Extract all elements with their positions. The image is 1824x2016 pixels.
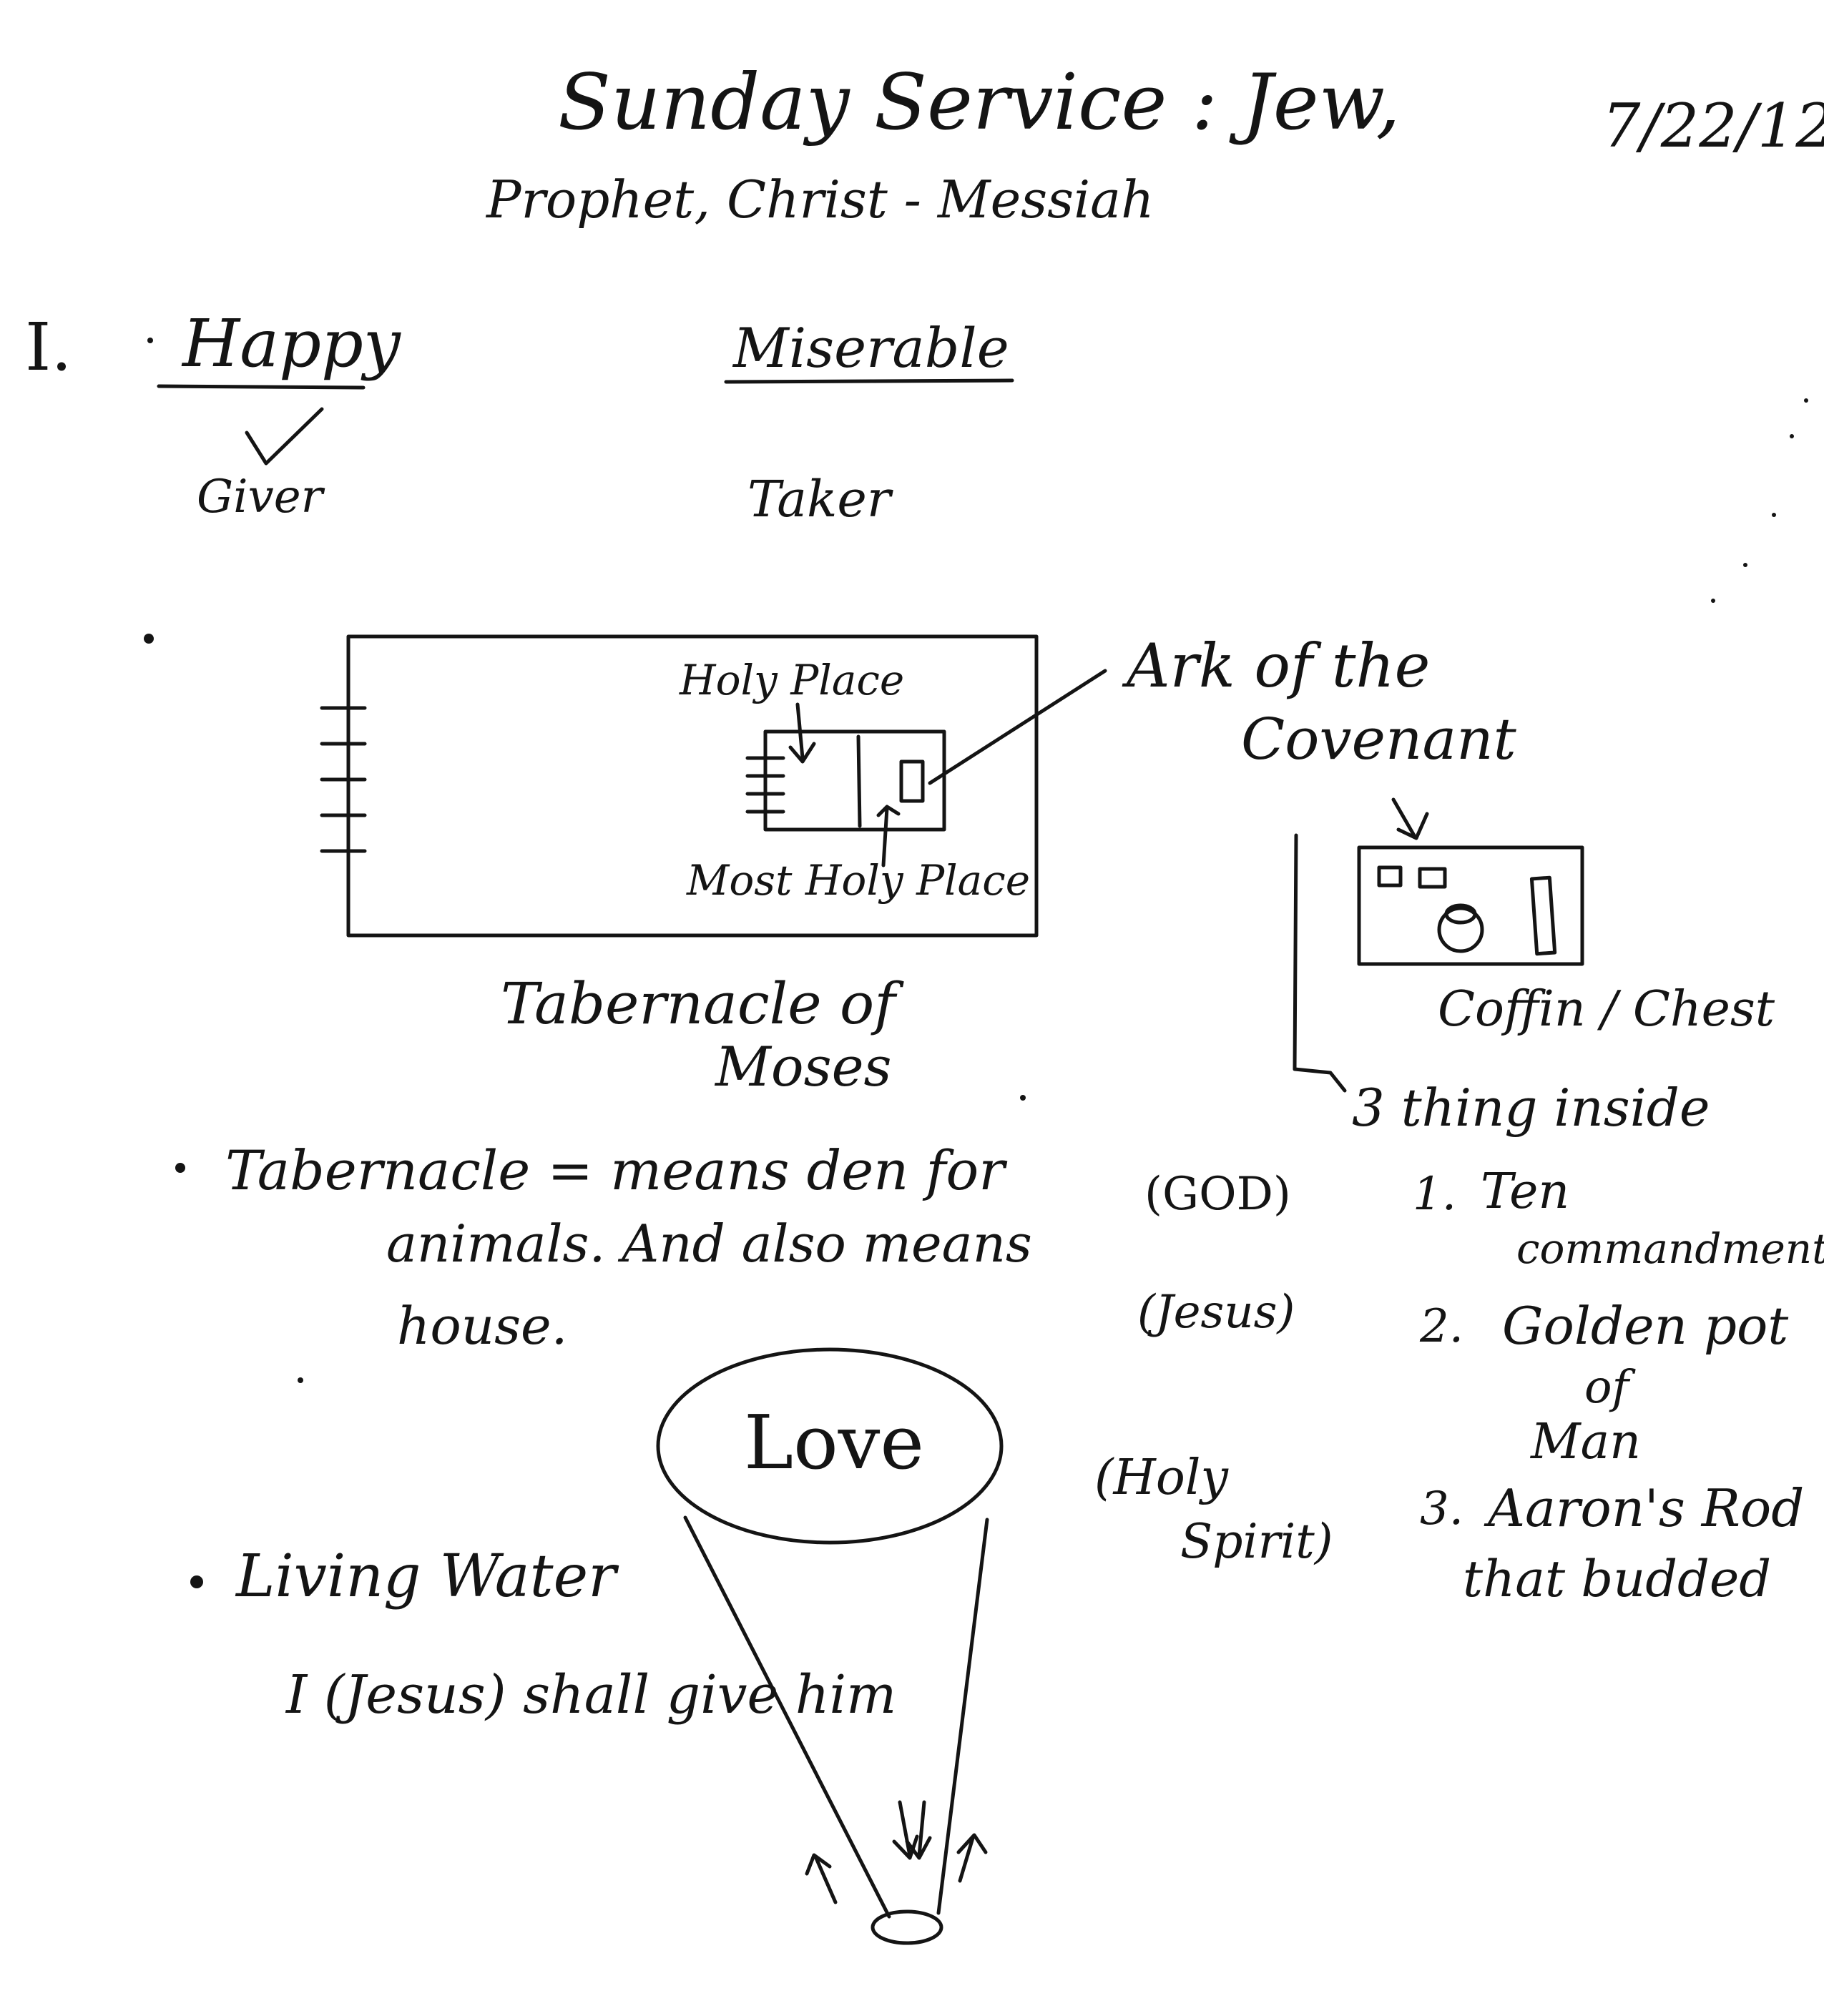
- miserable-underline: [724, 378, 1014, 384]
- item-3-number: 3.: [1420, 1483, 1464, 1535]
- item-1-text-line2: commandment: [1516, 1224, 1824, 1273]
- item-3-text-line1: Aaron's Rod: [1488, 1478, 1805, 1538]
- ark-pointer-line: [928, 669, 1107, 785]
- tabernacle-note-line2: animals. And also means: [386, 1214, 1032, 1274]
- cone-left-edge: [683, 1515, 891, 1919]
- trinity-holy-spirit-line1: (Holy: [1094, 1450, 1228, 1506]
- things-inside-label: 3 thing inside: [1352, 1078, 1710, 1138]
- tabernacle-outline: [346, 634, 1039, 938]
- ark-label-line1: Ark of the: [1127, 631, 1431, 701]
- happy-heading: Happy: [182, 305, 401, 382]
- date-label: 7/22/12: [1602, 91, 1824, 161]
- item-3-text-line2: that budded: [1463, 1550, 1772, 1608]
- tabernacle-note-line1: Tabernacle = means den for: [225, 1139, 1005, 1202]
- cone-right-edge: [936, 1518, 989, 1915]
- item-1-number: 1.: [1413, 1168, 1457, 1221]
- page-title: Sunday Service : Jew,: [558, 58, 1401, 147]
- giver-label: Giver: [197, 471, 323, 523]
- jesus-give-note: I (Jesus) shall give him: [286, 1664, 897, 1726]
- ark-small-box: [899, 759, 925, 803]
- item-2-text-line2: of: [1584, 1361, 1629, 1414]
- item-2-text-line3: Man: [1531, 1414, 1641, 1470]
- veil-divider: [856, 734, 862, 828]
- ark-label-line2: Covenant: [1241, 706, 1516, 772]
- trinity-jesus: (Jesus): [1137, 1286, 1295, 1339]
- item-1-text-line1: Ten: [1481, 1164, 1570, 1220]
- holy-place-label: Holy Place: [680, 656, 905, 704]
- trinity-god: (GOD): [1144, 1168, 1291, 1221]
- item-2-number: 2.: [1420, 1300, 1464, 1353]
- taker-label: Taker: [747, 470, 891, 528]
- chest-label: Coffin / Chest: [1438, 981, 1775, 1038]
- tabernacle-note-line3: house.: [397, 1296, 568, 1356]
- love-circle: [656, 1347, 1004, 1545]
- tabernacle-caption-line1: Tabernacle of: [501, 970, 896, 1037]
- most-holy-place-label: Most Holy Place: [687, 856, 1031, 905]
- love-label: Love: [744, 1399, 924, 1486]
- check-mark-icon: [245, 407, 324, 466]
- section-numeral: I.: [25, 309, 72, 385]
- page-subtitle: Prophet, Christ - Messiah: [486, 169, 1154, 230]
- living-water-note: Living Water: [236, 1543, 617, 1611]
- trinity-holy-spirit-line2: Spirit): [1180, 1514, 1333, 1569]
- ark-chest-outline: [1357, 845, 1584, 966]
- holy-place-box: [763, 729, 946, 832]
- bracket-line: [1293, 833, 1347, 1093]
- happy-underline: [157, 384, 366, 390]
- tabernacle-caption-line2: Moses: [715, 1035, 892, 1098]
- cone-base: [871, 1909, 943, 1945]
- miserable-heading: Miserable: [733, 316, 1009, 380]
- item-2-text-line1: Golden pot: [1502, 1296, 1789, 1356]
